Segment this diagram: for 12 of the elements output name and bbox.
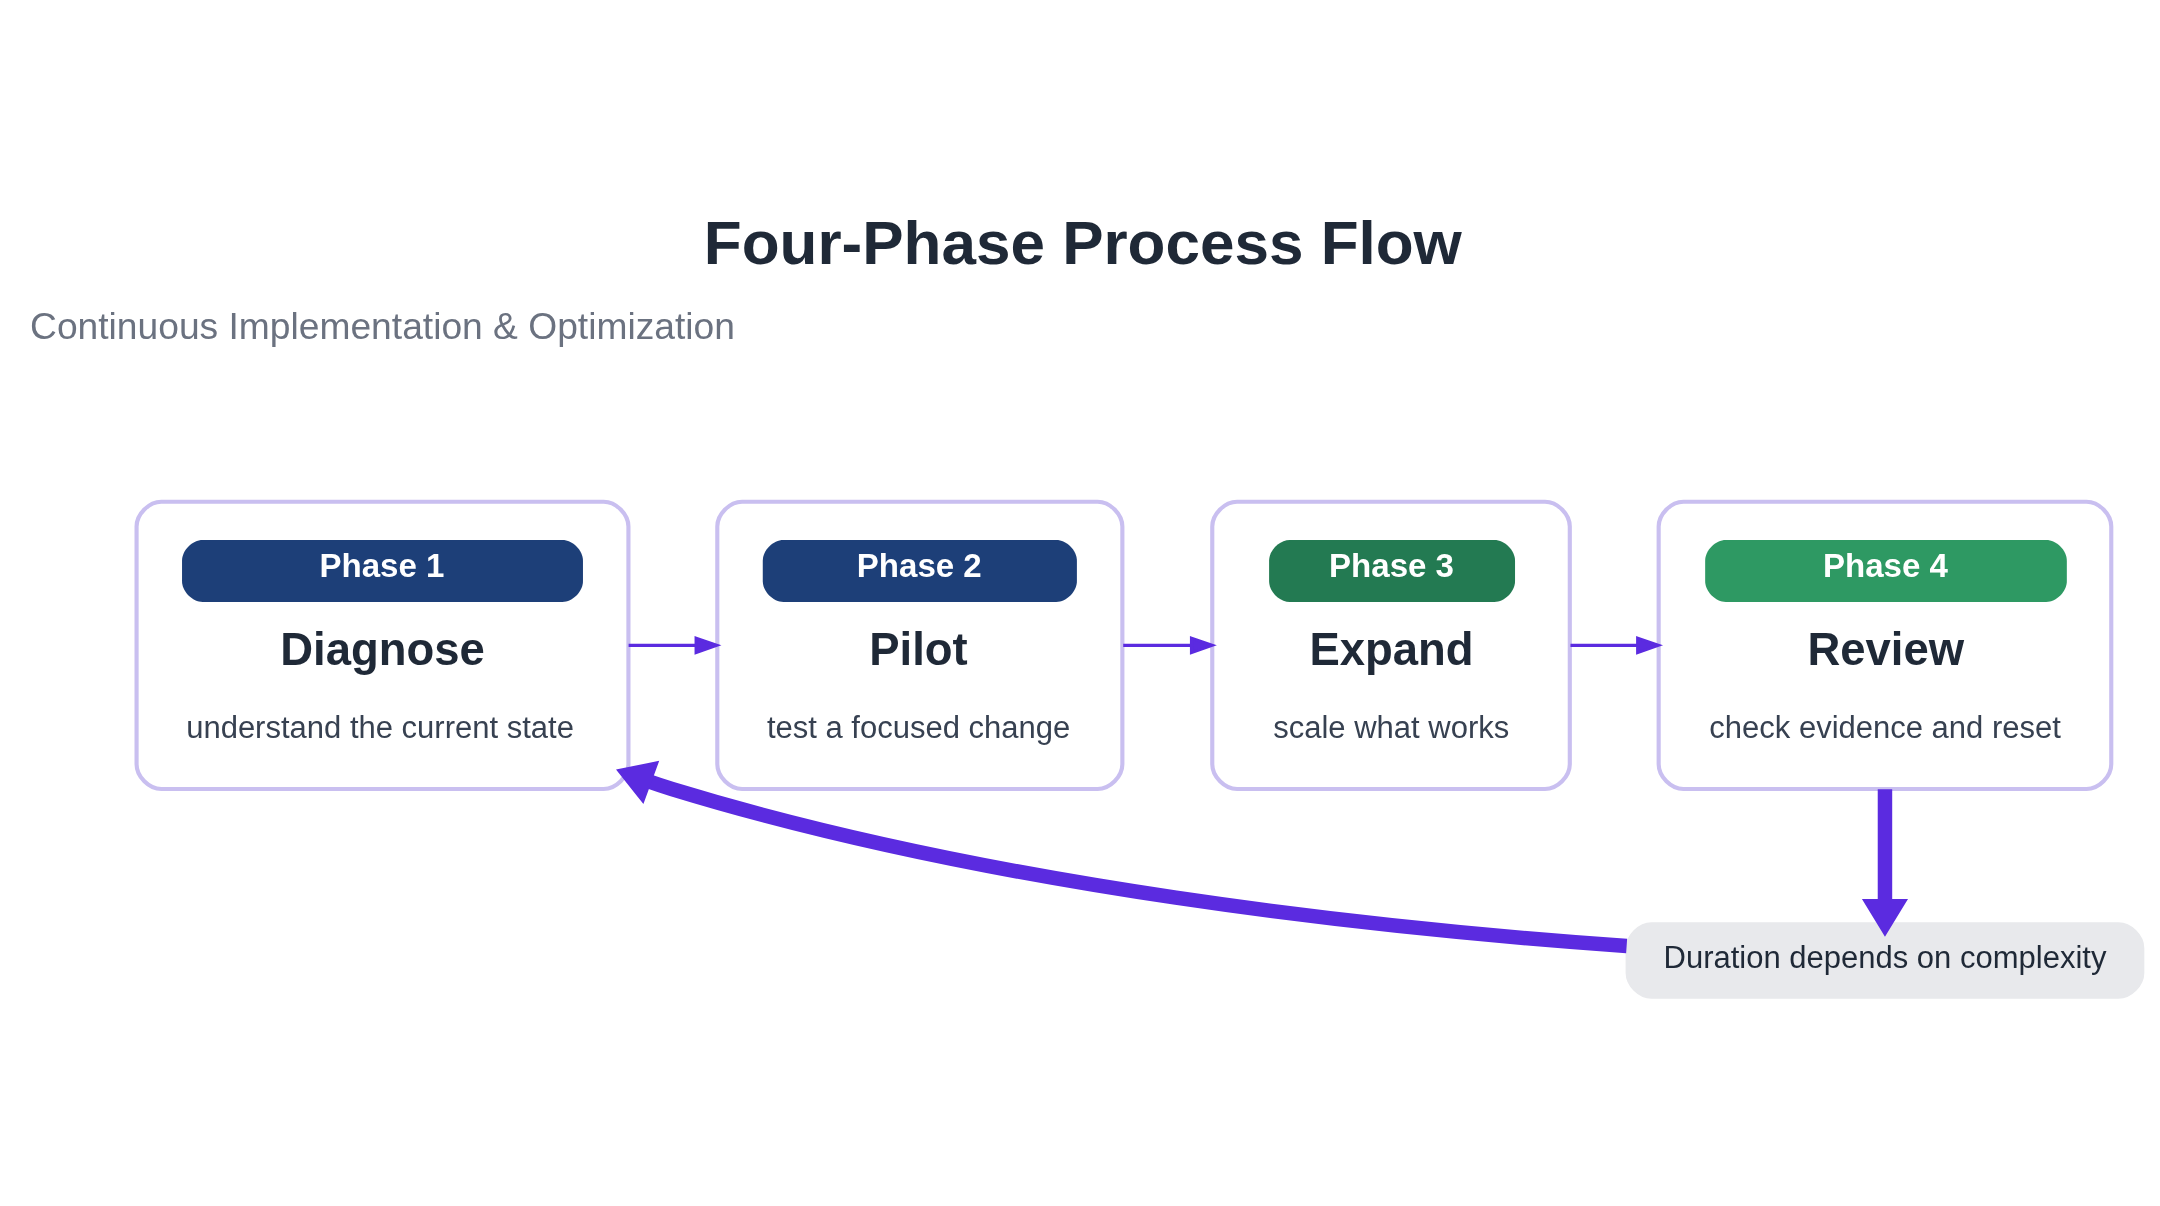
diagram-title: Four-Phase Process Flow <box>703 208 1462 278</box>
arrow <box>628 635 722 655</box>
node-box: Duration depends on complexity <box>1625 922 2145 999</box>
arrow <box>616 760 1628 954</box>
arrow <box>1123 635 1217 655</box>
node-box: Phase 3 Expand scale what works <box>1210 499 1572 792</box>
label: Continuous Implementation & Optimization <box>30 305 735 348</box>
arrow <box>1861 789 1908 937</box>
node-box: Phase 2 Pilot test a focused change <box>715 499 1125 792</box>
node-box: Phase 1 Diagnose understand the current state <box>134 499 631 792</box>
node-box: Phase 4 Review check evidence and reset <box>1656 499 2114 792</box>
arrow <box>1570 635 1663 655</box>
